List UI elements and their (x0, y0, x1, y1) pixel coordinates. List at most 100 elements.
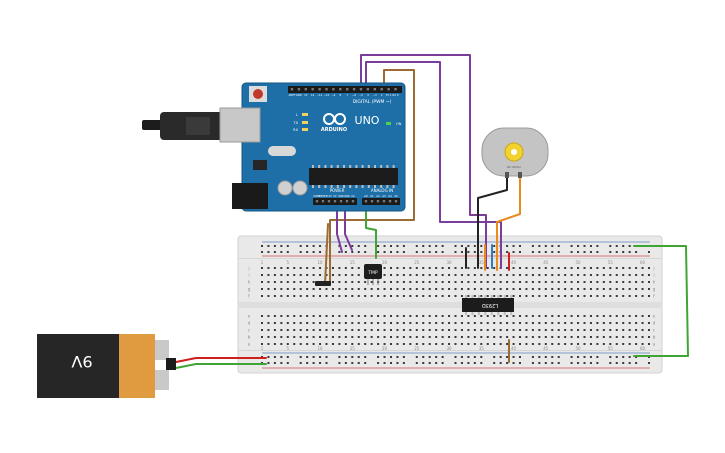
breadboard-hole[interactable] (370, 329, 373, 331)
breadboard-hole[interactable] (589, 336, 592, 338)
breadboard-rail-hole[interactable] (596, 245, 599, 247)
breadboard-rail-hole[interactable] (344, 251, 347, 253)
breadboard-hole[interactable] (602, 336, 605, 338)
breadboard-hole[interactable] (467, 281, 470, 283)
breadboard-rail-hole[interactable] (325, 356, 328, 358)
breadboard-rail-hole[interactable] (615, 356, 618, 358)
breadboard-rail-hole[interactable] (383, 251, 386, 253)
wire-purple-2[interactable] (365, 61, 502, 269)
breadboard-hole[interactable] (338, 267, 341, 269)
breadboard-rail-hole[interactable] (402, 245, 405, 247)
breadboard-hole[interactable] (357, 288, 360, 290)
breadboard-hole[interactable] (267, 288, 270, 290)
breadboard-hole[interactable] (293, 336, 296, 338)
breadboard-rail-hole[interactable] (357, 356, 360, 358)
breadboard-hole[interactable] (428, 336, 431, 338)
breadboard-hole[interactable] (286, 295, 289, 297)
breadboard-hole[interactable] (357, 343, 360, 345)
breadboard-hole[interactable] (306, 281, 309, 283)
power-pin[interactable] (321, 200, 325, 203)
breadboard-hole[interactable] (267, 322, 270, 324)
breadboard-hole[interactable] (512, 274, 515, 276)
breadboard-hole[interactable] (525, 336, 528, 338)
breadboard-hole[interactable] (273, 288, 276, 290)
breadboard-rail-hole[interactable] (473, 245, 476, 247)
breadboard-hole[interactable] (402, 343, 405, 345)
breadboard-rail-hole[interactable] (428, 245, 431, 247)
breadboard-hole[interactable] (583, 329, 586, 331)
breadboard-rail-hole[interactable] (460, 362, 463, 364)
breadboard-hole[interactable] (570, 288, 573, 290)
breadboard-hole[interactable] (460, 329, 463, 331)
breadboard-hole[interactable] (570, 315, 573, 317)
breadboard-hole[interactable] (531, 288, 534, 290)
breadboard-rail-hole[interactable] (441, 245, 444, 247)
breadboard-hole[interactable] (331, 288, 334, 290)
breadboard-hole[interactable] (357, 295, 360, 297)
breadboard-hole[interactable] (570, 343, 573, 345)
breadboard-hole[interactable] (531, 343, 534, 345)
breadboard-hole[interactable] (280, 315, 283, 317)
breadboard-hole[interactable] (428, 288, 431, 290)
breadboard-hole[interactable] (570, 274, 573, 276)
breadboard-hole[interactable] (609, 343, 612, 345)
breadboard-rail-hole[interactable] (357, 362, 360, 364)
breadboard-hole[interactable] (286, 315, 289, 317)
breadboard-hole[interactable] (390, 315, 392, 317)
breadboard-hole[interactable] (551, 315, 554, 317)
breadboard-hole[interactable] (448, 322, 451, 324)
breadboard-hole[interactable] (577, 267, 580, 269)
breadboard-hole[interactable] (460, 281, 463, 283)
breadboard-hole[interactable] (570, 267, 573, 269)
breadboard-hole[interactable] (519, 274, 521, 276)
breadboard-hole[interactable] (493, 267, 496, 269)
breadboard-rail-hole[interactable] (267, 362, 270, 364)
breadboard-hole[interactable] (583, 281, 586, 283)
breadboard-hole[interactable] (402, 288, 405, 290)
breadboard-rail-hole[interactable] (557, 356, 560, 358)
breadboard-rail-hole[interactable] (415, 251, 418, 253)
breadboard-rail-hole[interactable] (557, 251, 560, 253)
breadboard-hole[interactable] (319, 322, 322, 324)
breadboard-hole[interactable] (325, 288, 328, 290)
breadboard-rail-hole[interactable] (299, 356, 302, 358)
breadboard-hole[interactable] (402, 329, 405, 331)
wire-orange-motor[interactable] (496, 175, 521, 271)
breadboard-hole[interactable] (538, 281, 541, 283)
wire-purple-3[interactable] (336, 203, 343, 253)
breadboard-hole[interactable] (648, 274, 650, 276)
breadboard-rail-hole[interactable] (473, 362, 476, 364)
breadboard-hole[interactable] (293, 315, 296, 317)
breadboard-rail-hole[interactable] (441, 356, 444, 358)
breadboard-hole[interactable] (641, 274, 644, 276)
breadboard-hole[interactable] (293, 295, 296, 297)
breadboard-hole[interactable] (538, 336, 541, 338)
breadboard-hole[interactable] (280, 322, 283, 324)
breadboard-hole[interactable] (293, 329, 296, 331)
breadboard-rail-hole[interactable] (493, 356, 496, 358)
breadboard-hole[interactable] (480, 295, 483, 297)
breadboard-hole[interactable] (531, 267, 534, 269)
breadboard-rail-hole[interactable] (609, 356, 612, 358)
breadboard-hole[interactable] (338, 315, 341, 317)
breadboard-hole[interactable] (544, 336, 547, 338)
breadboard-hole[interactable] (641, 288, 644, 290)
breadboard-hole[interactable] (267, 274, 270, 276)
breadboard-rail-hole[interactable] (280, 356, 283, 358)
breadboard-hole[interactable] (531, 274, 534, 276)
breadboard-hole[interactable] (577, 274, 580, 276)
breadboard-hole[interactable] (589, 322, 592, 324)
breadboard-hole[interactable] (261, 343, 263, 345)
breadboard-hole[interactable] (583, 267, 586, 269)
breadboard-hole[interactable] (583, 322, 586, 324)
breadboard-rail-hole[interactable] (435, 362, 438, 364)
breadboard-hole[interactable] (319, 315, 322, 317)
breadboard-hole[interactable] (557, 267, 560, 269)
wires[interactable] (175, 54, 689, 369)
breadboard-hole[interactable] (383, 267, 386, 269)
breadboard-hole[interactable] (338, 329, 341, 331)
breadboard-rail-hole[interactable] (551, 356, 554, 358)
breadboard-hole[interactable] (280, 288, 283, 290)
breadboard-hole[interactable] (460, 267, 463, 269)
breadboard-rail-hole[interactable] (441, 362, 444, 364)
